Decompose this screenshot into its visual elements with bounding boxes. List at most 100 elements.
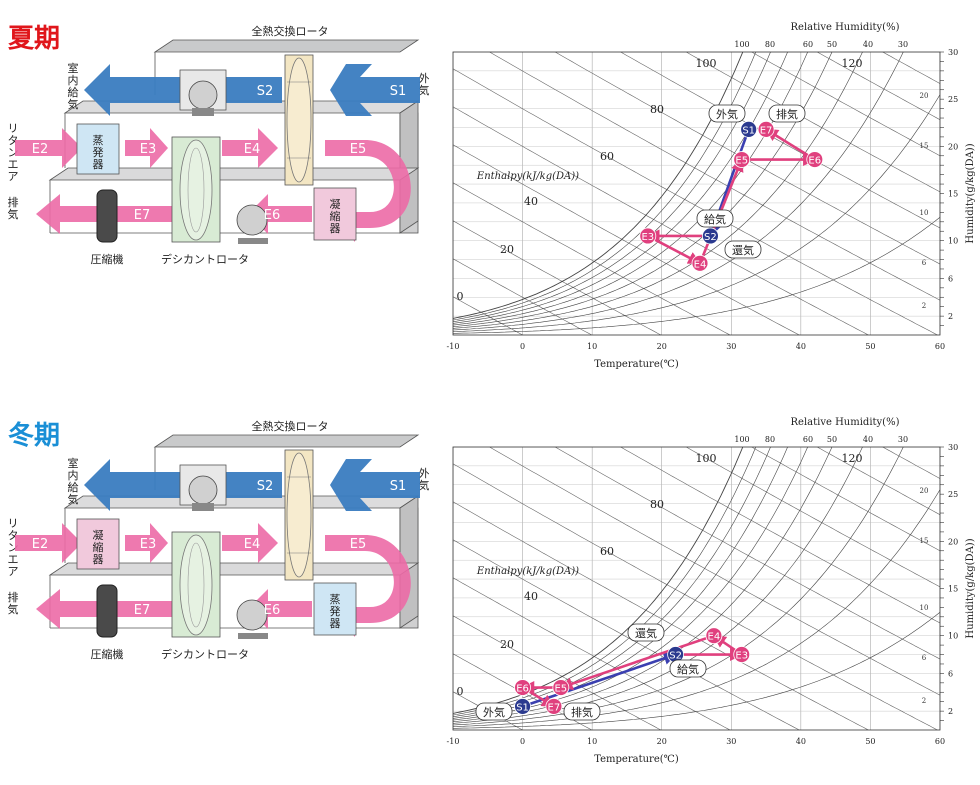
svg-text:凝: 凝: [330, 197, 341, 211]
summer-e7-label: E7: [134, 208, 151, 223]
svg-text:給: 給: [68, 85, 79, 99]
summer-exhaust-label: 排気: [8, 195, 19, 221]
summer-annotation-exhaust: 排気: [768, 104, 806, 123]
summer-e3-arrow: [125, 128, 168, 168]
winter-e6-label: E6: [264, 603, 281, 618]
summer-x-tick: 40: [796, 342, 806, 351]
winter-point-e4: [705, 627, 723, 645]
winter-e2-label: E2: [32, 537, 49, 552]
winter-enthalpy-label: Enthalpy(kJ/kg(DA)): [476, 566, 579, 577]
winter-point-label-e7: E7: [548, 702, 561, 713]
summer-path-e3-e4: [647, 234, 702, 265]
svg-text:気: 気: [68, 97, 79, 111]
summer-point-s2: [702, 227, 719, 245]
summer-frame: [452, 51, 941, 336]
winter-x-tick: 40: [796, 737, 806, 746]
summer-bottom-fan: [236, 204, 268, 236]
summer-right-coil-label: 凝縮器: [330, 197, 341, 235]
summer-e4-label: E4: [244, 142, 261, 157]
winter-enthalpy-tick: 120: [842, 452, 863, 465]
summer-y-tick: 25: [948, 95, 958, 104]
winter-rh-tick: 100: [734, 435, 749, 444]
summer-annotation-return: 還気: [724, 240, 762, 259]
summer-annotation-outdoor: 外気: [708, 104, 746, 123]
summer-desiccant-label: デシカントロータ: [161, 252, 249, 266]
svg-text:器: 器: [330, 222, 341, 235]
winter-annotation-exhaust: 排気: [563, 702, 601, 721]
winter-s1-arrow: [330, 459, 420, 511]
winter-point-e6: [514, 679, 531, 696]
summer-point-label-e6: E6: [808, 156, 821, 167]
summer-point-e3: [639, 227, 657, 245]
summer-enthalpy-label: Enthalpy(kJ/kg(DA)): [476, 171, 579, 182]
winter-e2-arrow: [15, 523, 82, 563]
winter-outdoor-air-label: 外気: [419, 467, 430, 492]
winter-point-label-e3: E3: [735, 651, 748, 662]
summer-y-tick: 30: [948, 48, 958, 57]
summer-enthalpy-tick: 40: [524, 195, 538, 208]
svg-text:外気: 外気: [716, 107, 738, 121]
winter-enthalpy-tick: 0: [457, 685, 464, 698]
summer-s1-label: S1: [390, 84, 407, 99]
summer-point-e4: [691, 254, 709, 272]
winter-rh-tick: 80: [765, 435, 775, 444]
summer-x-tick: 0: [520, 342, 525, 351]
summer-x-tick: 60: [935, 342, 945, 351]
summer-rh-small: 20: [920, 92, 929, 100]
winter-left-coil: [76, 518, 120, 570]
svg-text:発: 発: [93, 145, 104, 159]
summer-point-s1: [740, 120, 758, 138]
winter-annotation-return: 還気: [627, 623, 665, 642]
svg-text:排気: 排気: [776, 107, 798, 121]
winter-title: 冬期: [8, 421, 61, 451]
winter-rh-tick: 60: [803, 435, 813, 444]
svg-text:器: 器: [93, 553, 104, 566]
winter-rotor-label: 全熱交換ロータ: [252, 419, 329, 433]
svg-text:排: 排: [8, 195, 19, 209]
winter-compressor: [96, 584, 118, 638]
winter-bottom-fan: [236, 599, 268, 631]
svg-text:器: 器: [93, 158, 104, 171]
winter-annotation-supply: 給気: [669, 659, 707, 678]
summer-left-coil-label: 蒸発器: [93, 134, 104, 171]
winter-rh-title: Relative Humidity(%): [791, 417, 900, 428]
summer-rh-title: Relative Humidity(%): [791, 22, 900, 33]
winter-rh-small: 15: [920, 537, 929, 545]
summer-rh-small: 6: [922, 259, 927, 267]
winter-y-tick: 15: [948, 585, 958, 594]
summer-outdoor-air-label: 外気: [419, 72, 430, 97]
winter-y-tick: 30: [948, 443, 958, 452]
svg-text:気: 気: [8, 207, 19, 221]
winter-point-e5: [552, 679, 570, 696]
svg-text:器: 器: [330, 617, 341, 630]
svg-text:縮: 縮: [330, 209, 341, 223]
summer-rh-small: 15: [920, 142, 929, 150]
svg-text:ア: ア: [8, 170, 19, 183]
winter-right-coil: [313, 582, 357, 636]
svg-text:気: 気: [68, 492, 79, 506]
summer-enthalpy-tick: 100: [696, 57, 717, 70]
summer-point-e7: [757, 120, 775, 138]
svg-text:排: 排: [8, 590, 19, 604]
winter-y-tick: 2: [948, 707, 953, 716]
summer-y-tick: 15: [948, 190, 958, 199]
summer-e4-arrow: [222, 128, 278, 168]
winter-e3-arrow: [125, 523, 168, 563]
summer-title: 夏期: [8, 24, 61, 54]
winter-x-tick: 50: [865, 737, 875, 746]
winter-s2-label: S2: [257, 479, 274, 494]
winter-enthalpy-tick: 100: [696, 452, 717, 465]
svg-text:排気: 排気: [571, 705, 593, 719]
winter-e5-label: E5: [350, 537, 367, 552]
summer-s1-arrow: [330, 64, 420, 116]
svg-text:給気: 給気: [677, 662, 699, 676]
winter-point-label-e5: E5: [554, 684, 567, 695]
svg-text:気: 気: [419, 83, 430, 97]
winter-enthalpy-tick: 80: [650, 498, 664, 511]
winter-y-tick: 25: [948, 490, 958, 499]
winter-rh-tick: 50: [827, 435, 837, 444]
